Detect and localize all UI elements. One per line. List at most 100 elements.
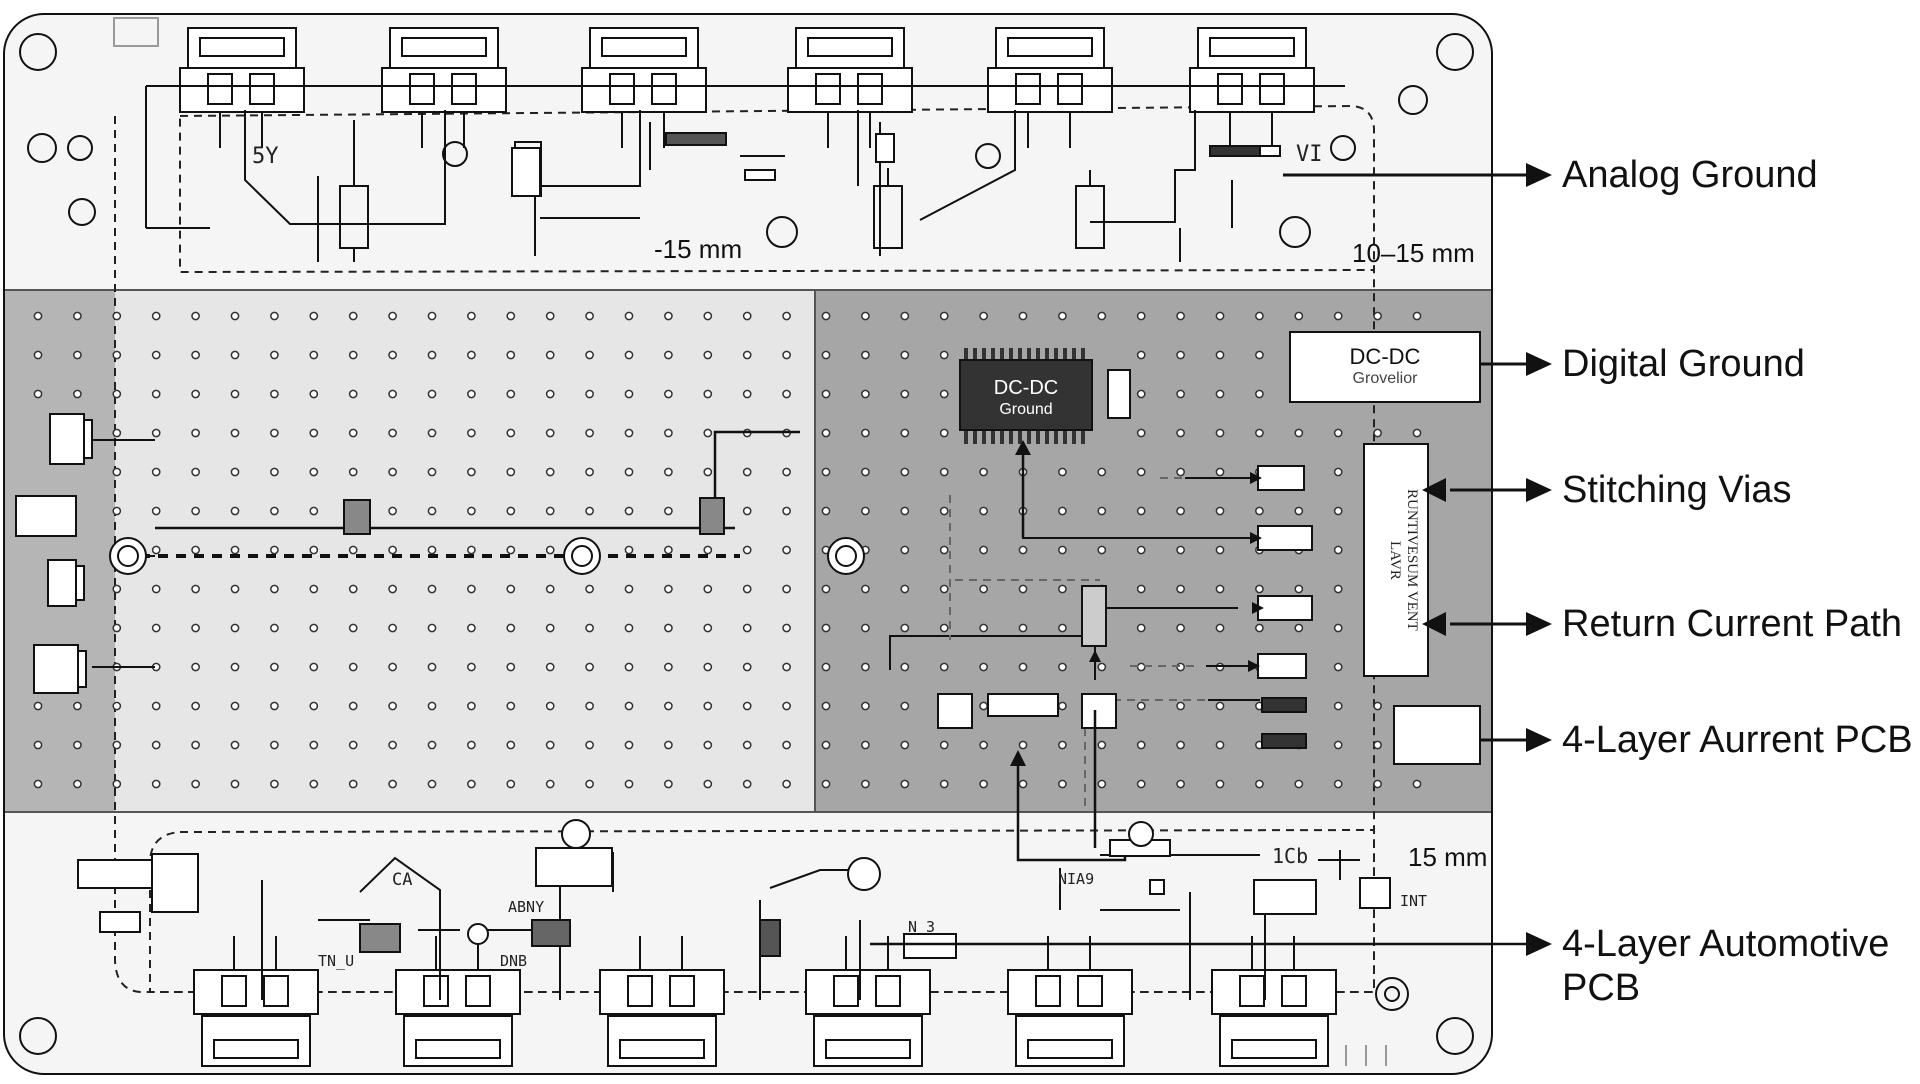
via	[545, 662, 555, 672]
via	[1097, 311, 1107, 321]
via	[388, 701, 397, 711]
via	[585, 311, 594, 321]
via	[545, 584, 555, 594]
via	[1018, 623, 1028, 633]
connector	[581, 27, 707, 148]
via	[1176, 467, 1185, 477]
via	[191, 467, 200, 477]
via	[782, 350, 791, 360]
left-zone-components	[343, 497, 725, 535]
via	[703, 428, 713, 438]
via	[939, 467, 949, 477]
via	[979, 662, 988, 672]
via	[861, 311, 870, 321]
via	[33, 350, 43, 360]
via	[427, 428, 437, 438]
via	[191, 428, 200, 438]
via	[348, 311, 358, 321]
chip-pin	[1018, 430, 1022, 444]
chip-pin	[1009, 348, 1013, 360]
via	[742, 584, 752, 594]
via	[73, 311, 82, 321]
via	[388, 584, 397, 594]
via	[1294, 623, 1304, 633]
via	[388, 506, 397, 516]
via	[624, 545, 634, 555]
ref-tn-u: TN_U	[318, 952, 355, 970]
via	[73, 779, 82, 789]
via	[900, 428, 910, 438]
via	[270, 467, 279, 477]
via	[1097, 662, 1107, 672]
via	[900, 584, 910, 594]
via	[861, 779, 870, 789]
via	[1176, 545, 1185, 555]
via	[742, 506, 752, 516]
via	[348, 467, 358, 477]
via	[348, 779, 358, 789]
via	[624, 389, 634, 399]
via	[348, 701, 358, 711]
via	[191, 701, 200, 711]
via	[467, 779, 476, 789]
via	[742, 779, 752, 789]
via	[900, 311, 910, 321]
via	[230, 389, 240, 399]
dimension-top-right: 10–15 mm	[1352, 238, 1475, 268]
via	[112, 311, 122, 321]
via	[821, 389, 831, 399]
via	[309, 740, 319, 750]
via	[585, 662, 594, 672]
ref-ca: CA	[392, 870, 413, 890]
via	[1255, 389, 1264, 399]
via	[506, 584, 516, 594]
via	[664, 428, 673, 438]
via	[861, 740, 870, 750]
via	[1333, 467, 1343, 477]
via	[270, 428, 279, 438]
via	[230, 467, 240, 477]
via	[230, 506, 240, 516]
via	[1097, 779, 1107, 789]
via	[1058, 779, 1067, 789]
via	[230, 350, 240, 360]
via	[33, 389, 43, 399]
via	[742, 350, 752, 360]
connector	[193, 936, 319, 1067]
via	[427, 623, 437, 633]
ref-abny: ABNY	[508, 898, 545, 916]
via	[1333, 506, 1343, 516]
via	[309, 545, 319, 555]
via	[742, 740, 752, 750]
via	[624, 467, 634, 477]
via	[348, 740, 358, 750]
via	[388, 350, 397, 360]
via	[703, 311, 713, 321]
chip-pin	[1000, 430, 1004, 444]
via	[230, 584, 240, 594]
right-arrows	[1016, 445, 1127, 862]
via	[270, 740, 279, 750]
via	[939, 506, 949, 516]
via	[230, 623, 240, 633]
via	[1136, 350, 1146, 360]
via	[624, 740, 634, 750]
via	[427, 740, 437, 750]
via	[664, 623, 673, 633]
via	[821, 467, 831, 477]
connector	[1211, 936, 1337, 1067]
chip-pin	[1072, 348, 1076, 360]
via	[1058, 311, 1067, 321]
dcdc-chip-pins	[964, 348, 1085, 444]
via	[309, 428, 319, 438]
dcdc-chip	[959, 359, 1093, 431]
via	[467, 506, 476, 516]
via	[979, 584, 988, 594]
via	[230, 701, 240, 711]
chip-pin	[982, 348, 986, 360]
ref-1cb: 1Cb	[1272, 844, 1309, 868]
via	[1136, 623, 1146, 633]
chip-pin	[1054, 348, 1058, 360]
via	[861, 623, 870, 633]
